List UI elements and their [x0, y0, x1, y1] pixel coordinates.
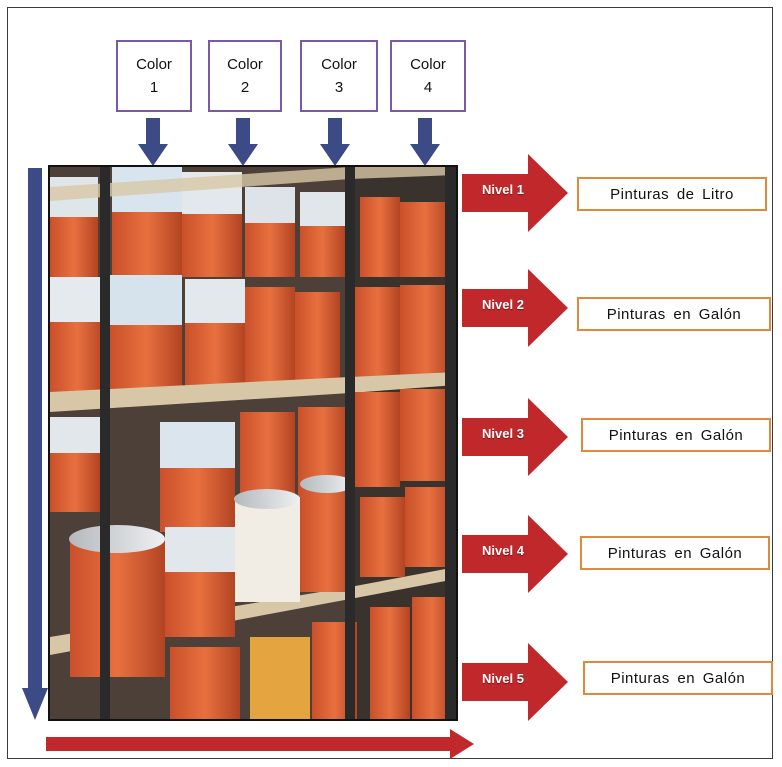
vertical-arrow-icon: [22, 168, 48, 720]
shelf-photo: [48, 165, 458, 721]
level-label: Nivel 5: [482, 671, 524, 686]
horizontal-arrow-icon: [46, 729, 474, 759]
level-description-2: Pinturas en Galón: [577, 297, 771, 331]
color-box-3: Color 3: [300, 40, 378, 112]
right-arrow-icon: [462, 269, 568, 347]
right-arrow-icon: [462, 515, 568, 593]
level-arrow-4: Nivel 4: [462, 515, 568, 593]
level-arrow-5: Nivel 5: [462, 643, 568, 721]
level-description-5: Pinturas en Galón: [583, 661, 773, 695]
level-arrow-2: Nivel 2: [462, 269, 568, 347]
level-description-3: Pinturas en Galón: [581, 418, 771, 452]
level-arrow-3: Nivel 3: [462, 398, 568, 476]
right-arrow-icon: [462, 643, 568, 721]
level-arrow-1: Nivel 1: [462, 154, 568, 232]
right-arrow-icon: [462, 398, 568, 476]
level-label: Nivel 3: [482, 426, 524, 441]
level-label: Nivel 1: [482, 182, 524, 197]
right-arrow-icon: [462, 154, 568, 232]
level-label: Nivel 4: [482, 543, 524, 558]
level-description-4: Pinturas en Galón: [580, 536, 770, 570]
down-arrow-icon: [320, 118, 350, 166]
down-arrow-icon: [228, 118, 258, 166]
color-box-4: Color 4: [390, 40, 466, 112]
level-label: Nivel 2: [482, 297, 524, 312]
down-arrow-icon: [410, 118, 440, 166]
level-description-1: Pinturas de Litro: [577, 177, 767, 211]
color-box-1: Color 1: [116, 40, 192, 112]
color-box-2: Color 2: [208, 40, 282, 112]
down-arrow-icon: [138, 118, 168, 166]
